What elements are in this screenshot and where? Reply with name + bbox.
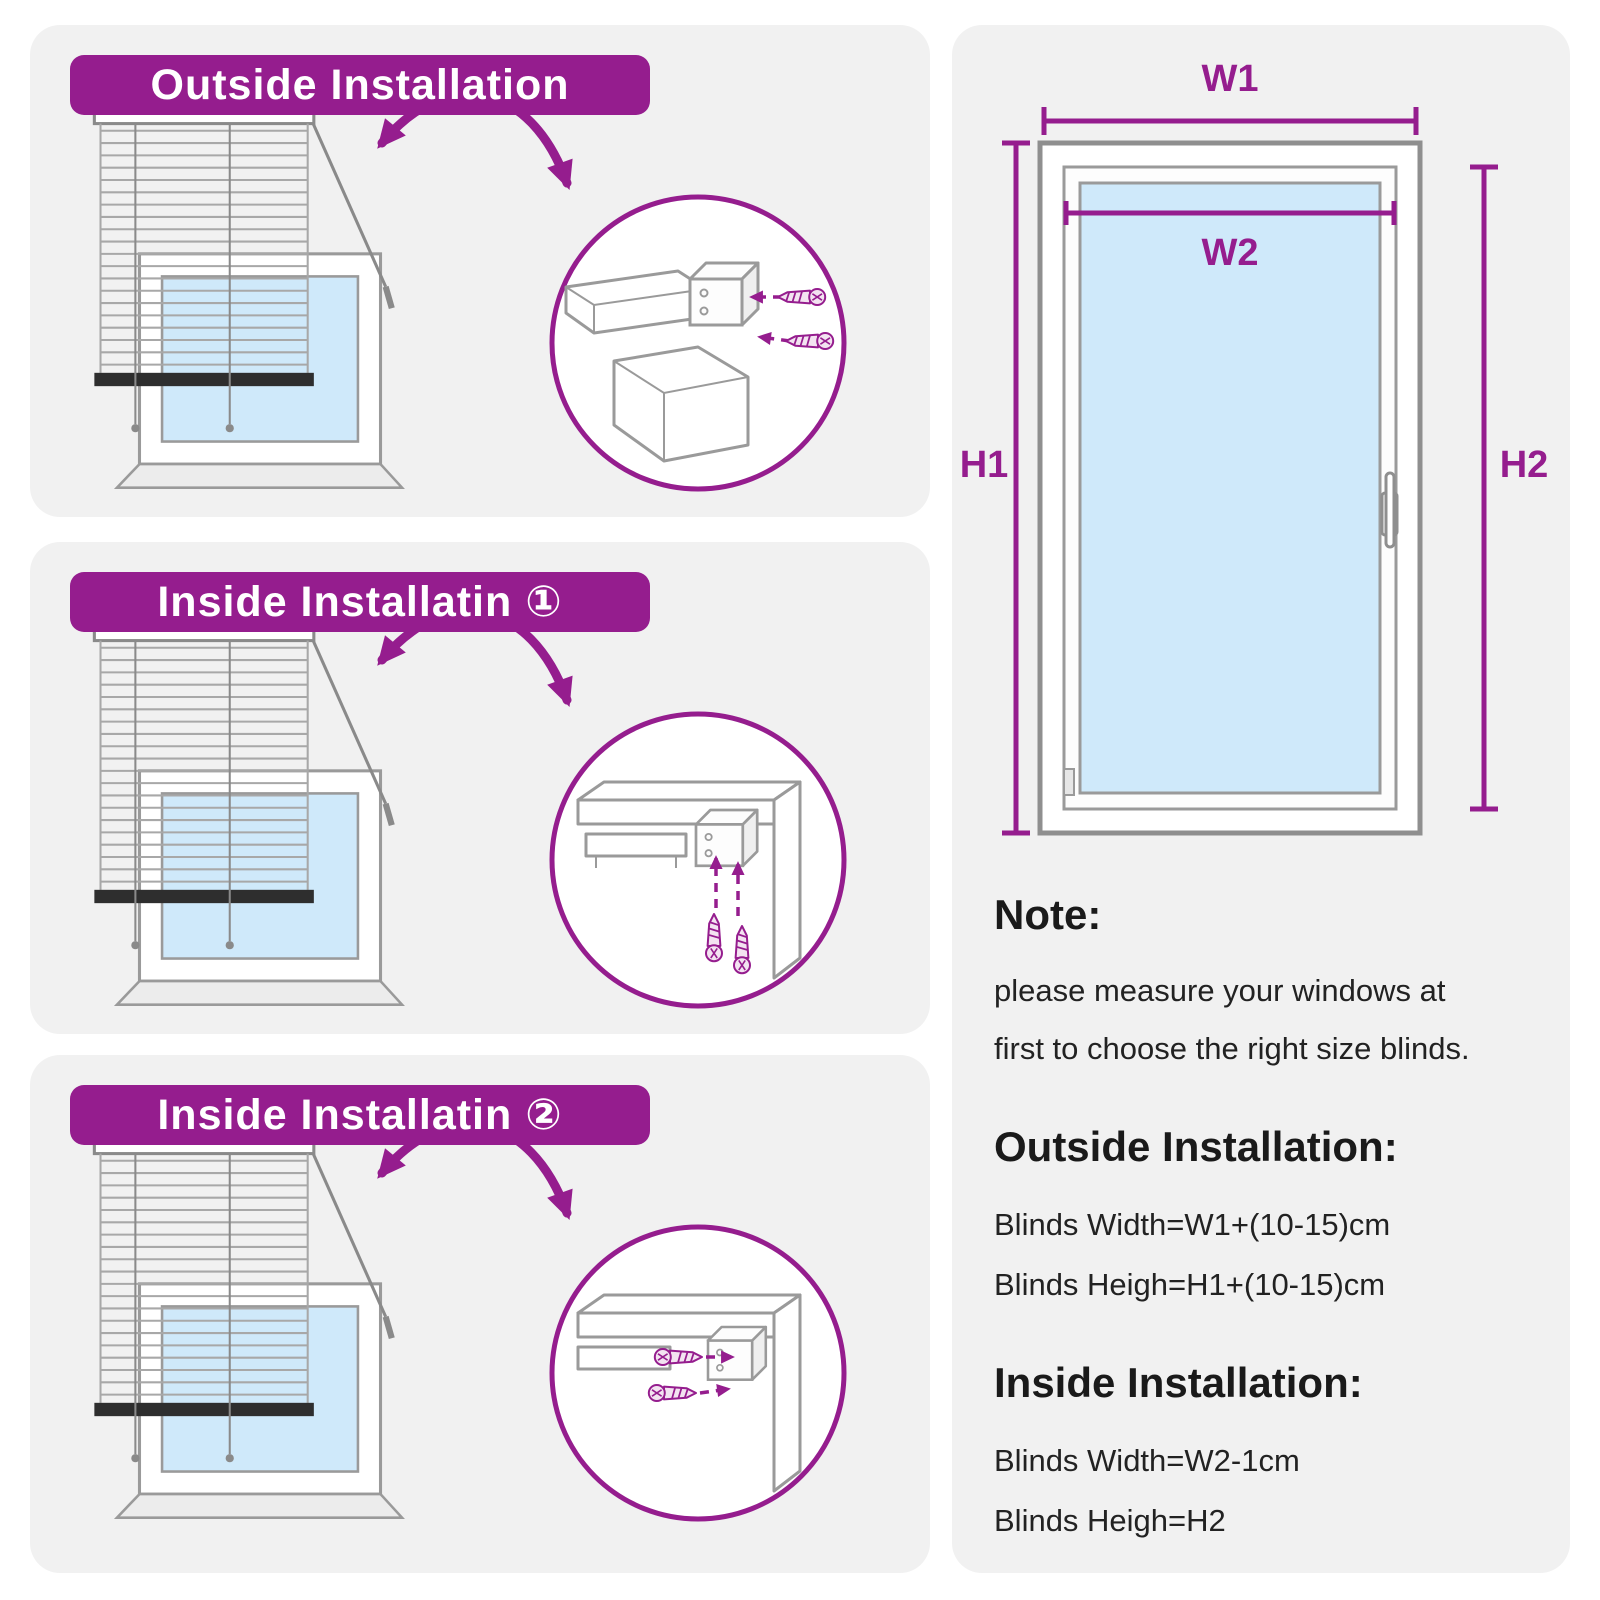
h2-label: H2 xyxy=(1500,444,1549,486)
outside-width-formula: Blinds Width=W1+(10-15)cm xyxy=(994,1207,1391,1242)
inside-installation-2-illustration xyxy=(30,1119,847,1522)
bracket-callout xyxy=(549,711,847,1009)
outside-installation-heading: Outside Installation: xyxy=(994,1123,1398,1170)
inside-installation-1-title: Inside Installatin ① xyxy=(157,578,563,626)
h1-measure-line xyxy=(1002,140,1030,836)
note-body-line-1: please measure your windows at xyxy=(994,973,1446,1008)
blinds-illustration xyxy=(94,1140,402,1517)
h2-measure-line xyxy=(1470,164,1498,812)
window-glass xyxy=(1078,181,1382,795)
blinds-illustration xyxy=(94,110,402,487)
outside-installation-panel: Outside Installation xyxy=(30,25,930,517)
inside-installation-1-banner: Inside Installatin ① xyxy=(70,572,650,632)
w2-measure-line xyxy=(1063,201,1397,225)
inside-width-formula: Blinds Width=W2-1cm xyxy=(994,1443,1300,1478)
blinds-illustration xyxy=(94,627,402,1004)
w1-measure-line xyxy=(1041,107,1419,135)
window-measurement-diagram: W1 W2 H1 H2 xyxy=(960,58,1549,836)
mounting-bracket xyxy=(706,1325,768,1381)
window-hinge xyxy=(1063,768,1075,796)
h1-label: H1 xyxy=(960,444,1009,486)
inside-installation-2-title: Inside Installatin ② xyxy=(157,1091,563,1139)
outside-installation-illustration xyxy=(30,89,847,492)
bracket-callout xyxy=(549,194,847,492)
inside-installation-1-illustration xyxy=(30,606,847,1009)
mounting-bracket xyxy=(694,808,759,868)
inside-installation-heading: Inside Installation: xyxy=(994,1359,1363,1406)
note-heading: Note: xyxy=(994,891,1102,938)
measurement-panel: W1 W2 H1 H2 Note: xyxy=(952,25,1570,1573)
outside-installation-title: Outside Installation xyxy=(150,60,570,109)
notes-section: Note: please measure your windows at fir… xyxy=(952,891,1570,1539)
w2-label: W2 xyxy=(1202,232,1259,274)
mounting-bracket xyxy=(688,261,760,327)
inside-installation-1-panel: Inside Installatin ① xyxy=(30,542,930,1034)
bracket-callout xyxy=(549,1224,847,1522)
w1-label: W1 xyxy=(1202,58,1259,100)
outside-height-formula: Blinds Heigh=H1+(10-15)cm xyxy=(994,1267,1386,1302)
outside-installation-banner: Outside Installation xyxy=(70,55,650,115)
inside-installation-2-panel: Inside Installatin ② xyxy=(30,1055,930,1573)
inside-height-formula: Blinds Heigh=H2 xyxy=(994,1503,1226,1538)
inside-installation-2-banner: Inside Installatin ② xyxy=(70,1085,650,1145)
note-body-line-2: first to choose the right size blinds. xyxy=(994,1031,1470,1066)
window-handle xyxy=(1384,471,1396,549)
